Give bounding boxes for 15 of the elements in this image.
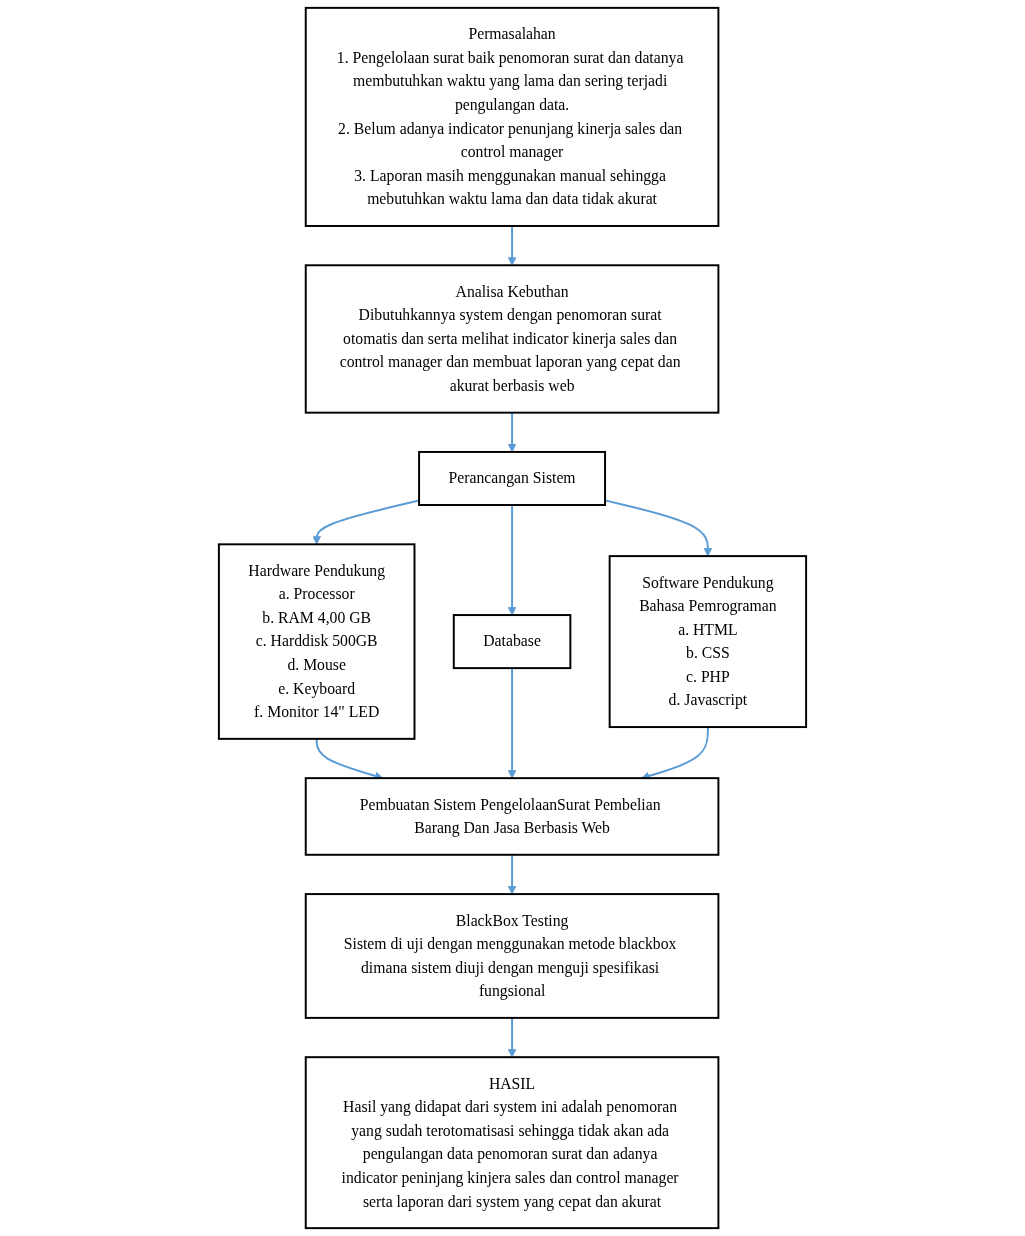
arrow [507,225,517,266]
node-box: Analisa Kebuthan Dibutuhkannya system dengan penomoran surat otomatis dan serta melihat indicator kinerja sales dan control manager dan membuat laporan yang cepat dan akurat berbasis web [304,264,720,414]
node-box: Permasalahan 1. Pengelolaan surat baik penomoran surat dan datanya membutuhkan waktu yang lama dan sering terjadi pengulangan data. 2. Belum adanya indicator penunjang kinerja sales dan control manager 3. Laporan masih menggunakan manual sehingga mebutuhkan waktu lama dan data tidak akurat [304,6,720,227]
arrow [507,411,517,453]
node-box: Database [452,614,572,670]
arrow [507,853,517,895]
node-box: Perancangan Sistem [418,450,607,506]
node-box: Pembuatan Sistem PengelolaanSurat Pembelian Barang Dan Jasa Berbasis Web [304,777,720,856]
node-box: HASIL Hasil yang didapat dari system ini adalah penomoran yang sudah terotomatisasi sehingga tidak akan ada pengulangan data penomoran surat dan adanya indicator peninjang kinjera sales dan control manager serta laporan dari system yang cepat dan akurat [304,1056,720,1230]
node-box: Software Pendukung Bahasa Pemrograman a. HTML b. CSS c. PHP d. Javascript [608,555,808,729]
arrow [507,1016,517,1058]
node-box: BlackBox Testing Sistem di uji dengan menggunakan metode blackbox dimana sistem diuji dengan menguji spesifikasi fungsional [304,893,720,1019]
arrow [507,504,517,616]
arrow [507,667,517,779]
node-box: Hardware Pendukung a. Processor b. RAM 4,00 GB c. Harddisk 500GB d. Mouse e. Keyboard f. Monitor 14" LED [217,543,416,740]
